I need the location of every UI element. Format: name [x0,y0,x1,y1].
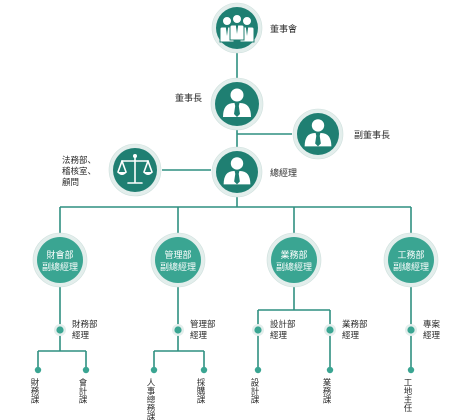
department-node [266,232,322,288]
group-people-icon [219,14,255,43]
department-title: 工務部 [397,249,424,261]
unit-dot [326,366,334,374]
unit-label: 採購課 [195,377,205,404]
manager-role: 經理 [342,330,360,341]
department-title: 財會部 [46,249,73,261]
unit-dot [34,366,42,374]
legal-label-line: 顧問 [62,177,79,188]
legal-node [108,143,162,197]
manager-node [324,324,336,336]
vice-chairman-label: 副董事長 [354,129,390,141]
department-title: 管理部 [164,249,191,261]
major-nodes [32,2,439,288]
chairman-label: 董事長 [175,92,202,104]
department-node [150,232,206,288]
unit-dot [82,366,90,374]
manager-node [252,324,264,336]
unit-dot [150,366,158,374]
unit-label: 工地主任 [402,378,412,413]
unit-label: 設計課 [249,377,259,404]
general-manager-node [211,146,263,198]
unit-label: 人事總務課 [145,378,155,420]
unit-dot [407,366,415,374]
manager-node [54,324,66,336]
legal-label-line: 稽核室、 [62,166,96,177]
manager-title: 專案 [423,319,441,330]
department-role: 副總經理 [276,261,312,273]
unit-label: 業務課 [321,377,331,404]
unit-dot [200,366,208,374]
scales-icon [117,154,153,184]
manager-node [172,324,184,336]
department-role: 副總經理 [393,261,429,273]
person-tie-icon [304,119,332,147]
connector-lines [37,50,412,368]
unit-dot [254,366,262,374]
vice-chairman-node [292,108,344,160]
department-node [32,232,88,288]
labels: 董事會董事長副董事長法務部、稽核室、顧問總經理財會部副總經理財務部經理財務課會計… [29,23,441,420]
unit-label: 會計課 [77,377,87,404]
chairman-node [210,77,264,131]
manager-title: 財務部 [72,319,98,330]
unit-label: 財務課 [29,377,39,404]
legal-label-line: 法務部、 [62,155,96,166]
manager-node [405,324,417,336]
manager-role: 經理 [270,330,288,341]
board-node [211,2,263,54]
general-manager-label: 總經理 [270,167,297,179]
manager-role: 經理 [190,330,208,341]
manager-title: 管理部 [190,319,216,330]
manager-title: 業務部 [342,319,368,330]
department-role: 副總經理 [42,261,78,273]
manager-role: 經理 [423,330,441,341]
manager-title: 設計部 [270,319,296,330]
small-nodes [34,324,417,374]
person-tie-icon [223,157,251,185]
manager-role: 經理 [72,330,90,341]
board-label: 董事會 [270,23,297,35]
department-role: 副總經理 [160,261,196,273]
person-tie-icon [223,88,251,117]
department-title: 業務部 [280,249,307,261]
department-node [383,232,439,288]
